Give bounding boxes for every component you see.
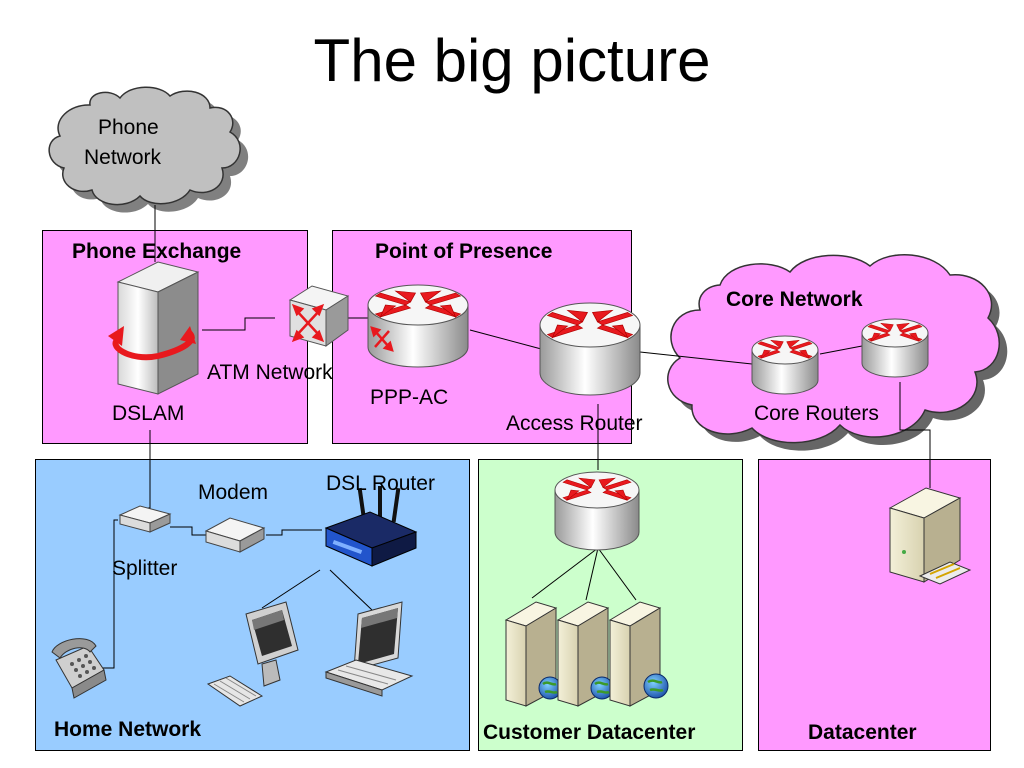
home-network-label: Home Network [54,718,202,741]
phone-network-cloud [48,86,249,213]
laptop-icon [324,601,414,697]
phone-network-label-line1: Phone [98,116,159,139]
server-icon [504,601,562,707]
atm-network-label: ATM Network [207,361,333,384]
connection-lines [100,205,931,669]
dsl-router-icon [324,486,418,567]
telephone-icon [51,638,107,699]
dsl-router-label: DSL Router [326,472,435,495]
phone-network-label-line2: Network [84,146,162,169]
access-router-label: Access Router [506,412,643,435]
customer-datacenter-label: Customer Datacenter [483,721,696,744]
access-router-icon [539,302,641,396]
ppp-ac-label: PPP-AC [370,386,449,409]
point-of-presence-label: Point of Presence [375,240,553,263]
datacenter-router-icon [554,471,640,551]
datacenter-label: Datacenter [808,721,917,744]
desktop-computer-icon [206,601,299,707]
splitter-label: Splitter [112,557,178,580]
datacenter-server-icon [888,487,972,585]
modem-icon [204,517,266,553]
core-routers-label: Core Routers [754,402,879,425]
core-network-label: Core Network [726,288,863,311]
server-icon [556,601,614,707]
modem-label: Modem [198,481,269,504]
page-title: The big picture [313,27,711,94]
dslam-label: DSLAM [112,402,185,425]
atm-switch-icon [288,285,350,347]
dslam-icon [108,261,200,395]
splitter-icon [118,505,172,533]
ppp-ac-router-icon [367,284,469,368]
phone-exchange-label: Phone Exchange [72,240,242,263]
core-router-icon [751,335,819,395]
core-network-cloud [667,254,1008,451]
core-router-icon [861,318,929,378]
server-icon [608,601,669,707]
